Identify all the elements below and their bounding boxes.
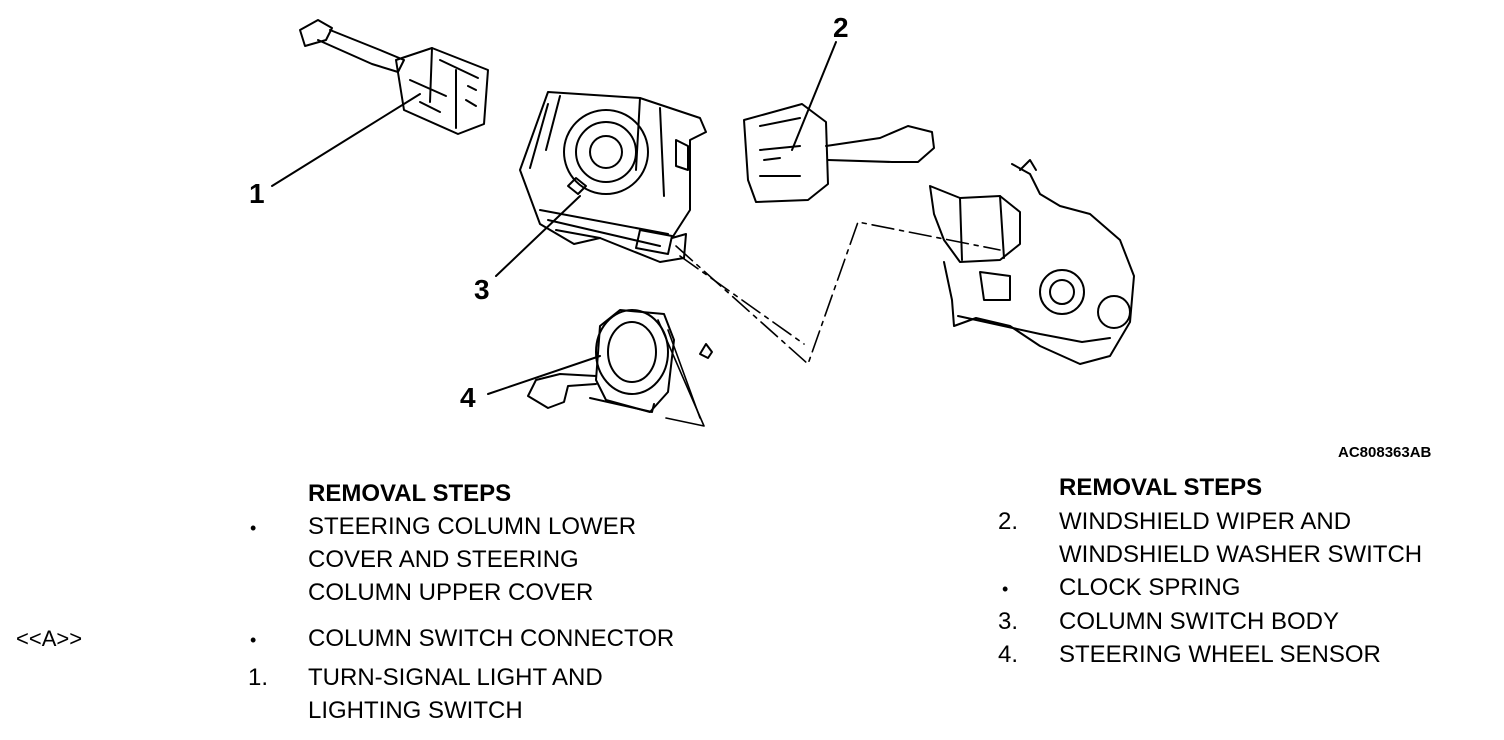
callout-1: 1 — [249, 178, 265, 209]
right-step-3-line-1: COLUMN SWITCH BODY — [1059, 608, 1340, 635]
left-step-3-line-1: TURN-SIGNAL LIGHT AND — [308, 664, 603, 691]
callout-4: 4 — [460, 382, 476, 413]
left-step-2-line-1: COLUMN SWITCH CONNECTOR — [308, 625, 675, 652]
steering-wheel-sensor-drawing — [527, 309, 713, 413]
left-step-1-marker: • — [250, 518, 257, 538]
callout-3: 3 — [474, 274, 490, 305]
left-step-1-line-3: COLUMN UPPER COVER — [308, 579, 594, 606]
left-step-2-marker: • — [250, 630, 257, 650]
callout-leaders — [271, 41, 837, 395]
right-step-1-marker: 2. — [998, 508, 1019, 535]
exploded-view-illustration — [271, 19, 1135, 427]
column-switch-body-drawing — [519, 91, 707, 263]
left-step-3-marker: 1. — [248, 664, 269, 691]
right-step-2-line-1: CLOCK SPRING — [1059, 574, 1241, 601]
right-step-4-marker: 4. — [998, 641, 1019, 668]
left-step-3-line-2: LIGHTING SWITCH — [308, 697, 523, 724]
phantom-lines — [657, 221, 1001, 427]
left-step-1-line-1: STEERING COLUMN LOWER — [308, 513, 637, 540]
right-step-4-line-1: STEERING WHEEL SENSOR — [1059, 641, 1381, 668]
right-step-1-line-1: WINDSHIELD WIPER AND — [1059, 508, 1352, 535]
callout-2: 2 — [833, 12, 849, 43]
wiper-washer-switch-drawing — [743, 103, 935, 203]
steering-column-drawing — [929, 159, 1135, 365]
right-step-2-marker: • — [1002, 579, 1009, 599]
reference-mark-a: <<A>> — [16, 626, 83, 651]
right-step-1-line-2: WINDSHIELD WASHER SWITCH — [1059, 541, 1423, 568]
figure-code: AC808363AB — [1338, 444, 1432, 461]
turn-signal-lighting-switch-drawing — [299, 19, 489, 135]
left-step-1-line-2: COVER AND STEERING — [308, 546, 579, 573]
right-step-3-marker: 3. — [998, 608, 1019, 635]
right-removal-steps-heading: REMOVAL STEPS — [1059, 474, 1263, 501]
left-removal-steps-heading: REMOVAL STEPS — [308, 480, 512, 507]
